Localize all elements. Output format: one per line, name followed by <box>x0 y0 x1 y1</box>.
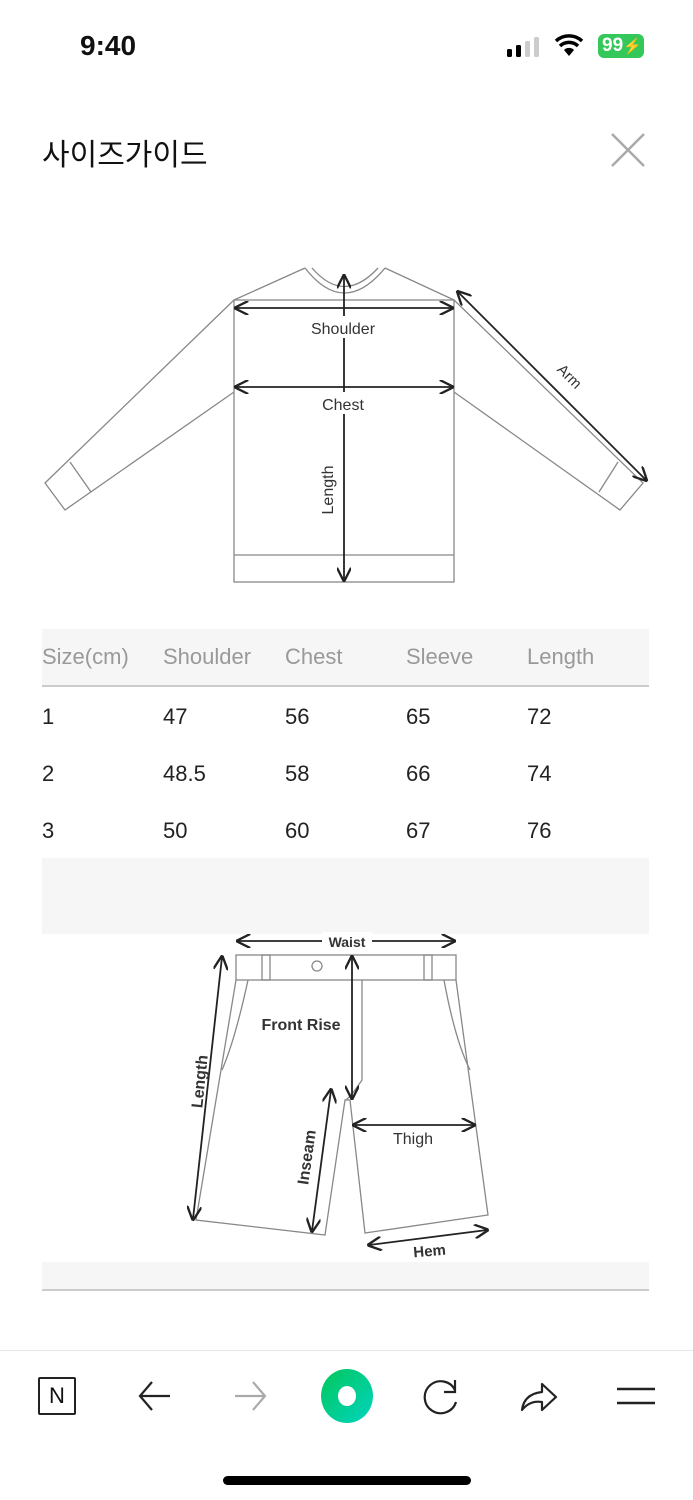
shoulder-label: Shoulder <box>311 321 376 338</box>
green-dot-icon <box>321 1369 373 1423</box>
table-cell: 50 <box>163 818 188 843</box>
cellular-signal-icon <box>506 36 542 58</box>
bottom-garment-diagram: Waist Front Rise Length Inseam Thigh Hem <box>0 932 693 1260</box>
close-button[interactable] <box>610 132 646 168</box>
thigh-label: Thigh <box>393 1131 433 1148</box>
naver-icon: N <box>38 1377 76 1415</box>
table-cell: 47 <box>163 704 188 729</box>
table-cell: 74 <box>527 761 552 786</box>
column-header: Size(cm) <box>42 644 129 669</box>
table-cell: 2 <box>42 761 55 786</box>
column-header: Length <box>527 644 595 669</box>
table-cell: 66 <box>406 761 431 786</box>
browser-toolbar: N <box>0 1350 693 1440</box>
wifi-icon <box>554 34 584 63</box>
page-title: 사이즈가이드 <box>42 139 208 172</box>
naver-home-button[interactable]: N <box>32 1371 82 1421</box>
column-header: Shoulder <box>163 644 252 669</box>
table-row: 2 48.5 58 66 74 <box>42 745 649 802</box>
battery-indicator: 99⚡ <box>598 34 644 58</box>
close-icon <box>611 133 645 167</box>
front-rise-label: Front Rise <box>261 1017 340 1034</box>
share-button[interactable] <box>514 1371 564 1421</box>
table-row: 3 50 60 67 76 <box>42 802 649 859</box>
chest-label: Chest <box>322 397 364 414</box>
arrow-left-icon <box>138 1381 170 1411</box>
back-button[interactable] <box>129 1371 179 1421</box>
hamburger-menu-icon <box>617 1387 655 1405</box>
length-label: Length <box>320 466 337 515</box>
status-time: 9:40 <box>80 30 137 61</box>
spacer-block <box>42 858 649 934</box>
table-cell: 65 <box>406 704 431 729</box>
table-cell: 58 <box>285 761 310 786</box>
table-cell: 1 <box>42 704 55 729</box>
share-icon <box>520 1382 558 1412</box>
home-indicator[interactable] <box>223 1476 471 1485</box>
spacer-block <box>42 1262 649 1291</box>
waist-label: Waist <box>329 934 366 950</box>
green-dot-button[interactable] <box>320 1369 374 1423</box>
forward-button[interactable] <box>226 1371 276 1421</box>
table-cell: 76 <box>527 818 552 843</box>
column-header: Sleeve <box>406 644 474 669</box>
table-cell: 60 <box>285 818 310 843</box>
size-table-header: Size(cm) Shoulder Chest Sleeve Length <box>42 629 649 687</box>
arm-label: Arm <box>553 361 584 392</box>
table-cell: 67 <box>406 818 431 843</box>
table-cell: 72 <box>527 704 552 729</box>
refresh-button[interactable] <box>416 1371 466 1421</box>
table-cell: 56 <box>285 704 310 729</box>
column-header: Chest <box>285 644 343 669</box>
arrow-right-icon <box>235 1381 267 1411</box>
refresh-icon <box>423 1380 458 1415</box>
hem-label: Hem <box>413 1242 447 1260</box>
table-cell: 3 <box>42 818 55 843</box>
table-row: 1 47 56 65 72 <box>42 688 649 745</box>
length-label: Length <box>189 1054 211 1109</box>
table-cell: 48.5 <box>163 761 206 786</box>
top-garment-diagram: Shoulder Chest Length Arm <box>44 267 693 583</box>
battery-level: 99 <box>602 35 624 56</box>
menu-button[interactable] <box>611 1371 661 1421</box>
inseam-label: Inseam <box>295 1129 320 1186</box>
